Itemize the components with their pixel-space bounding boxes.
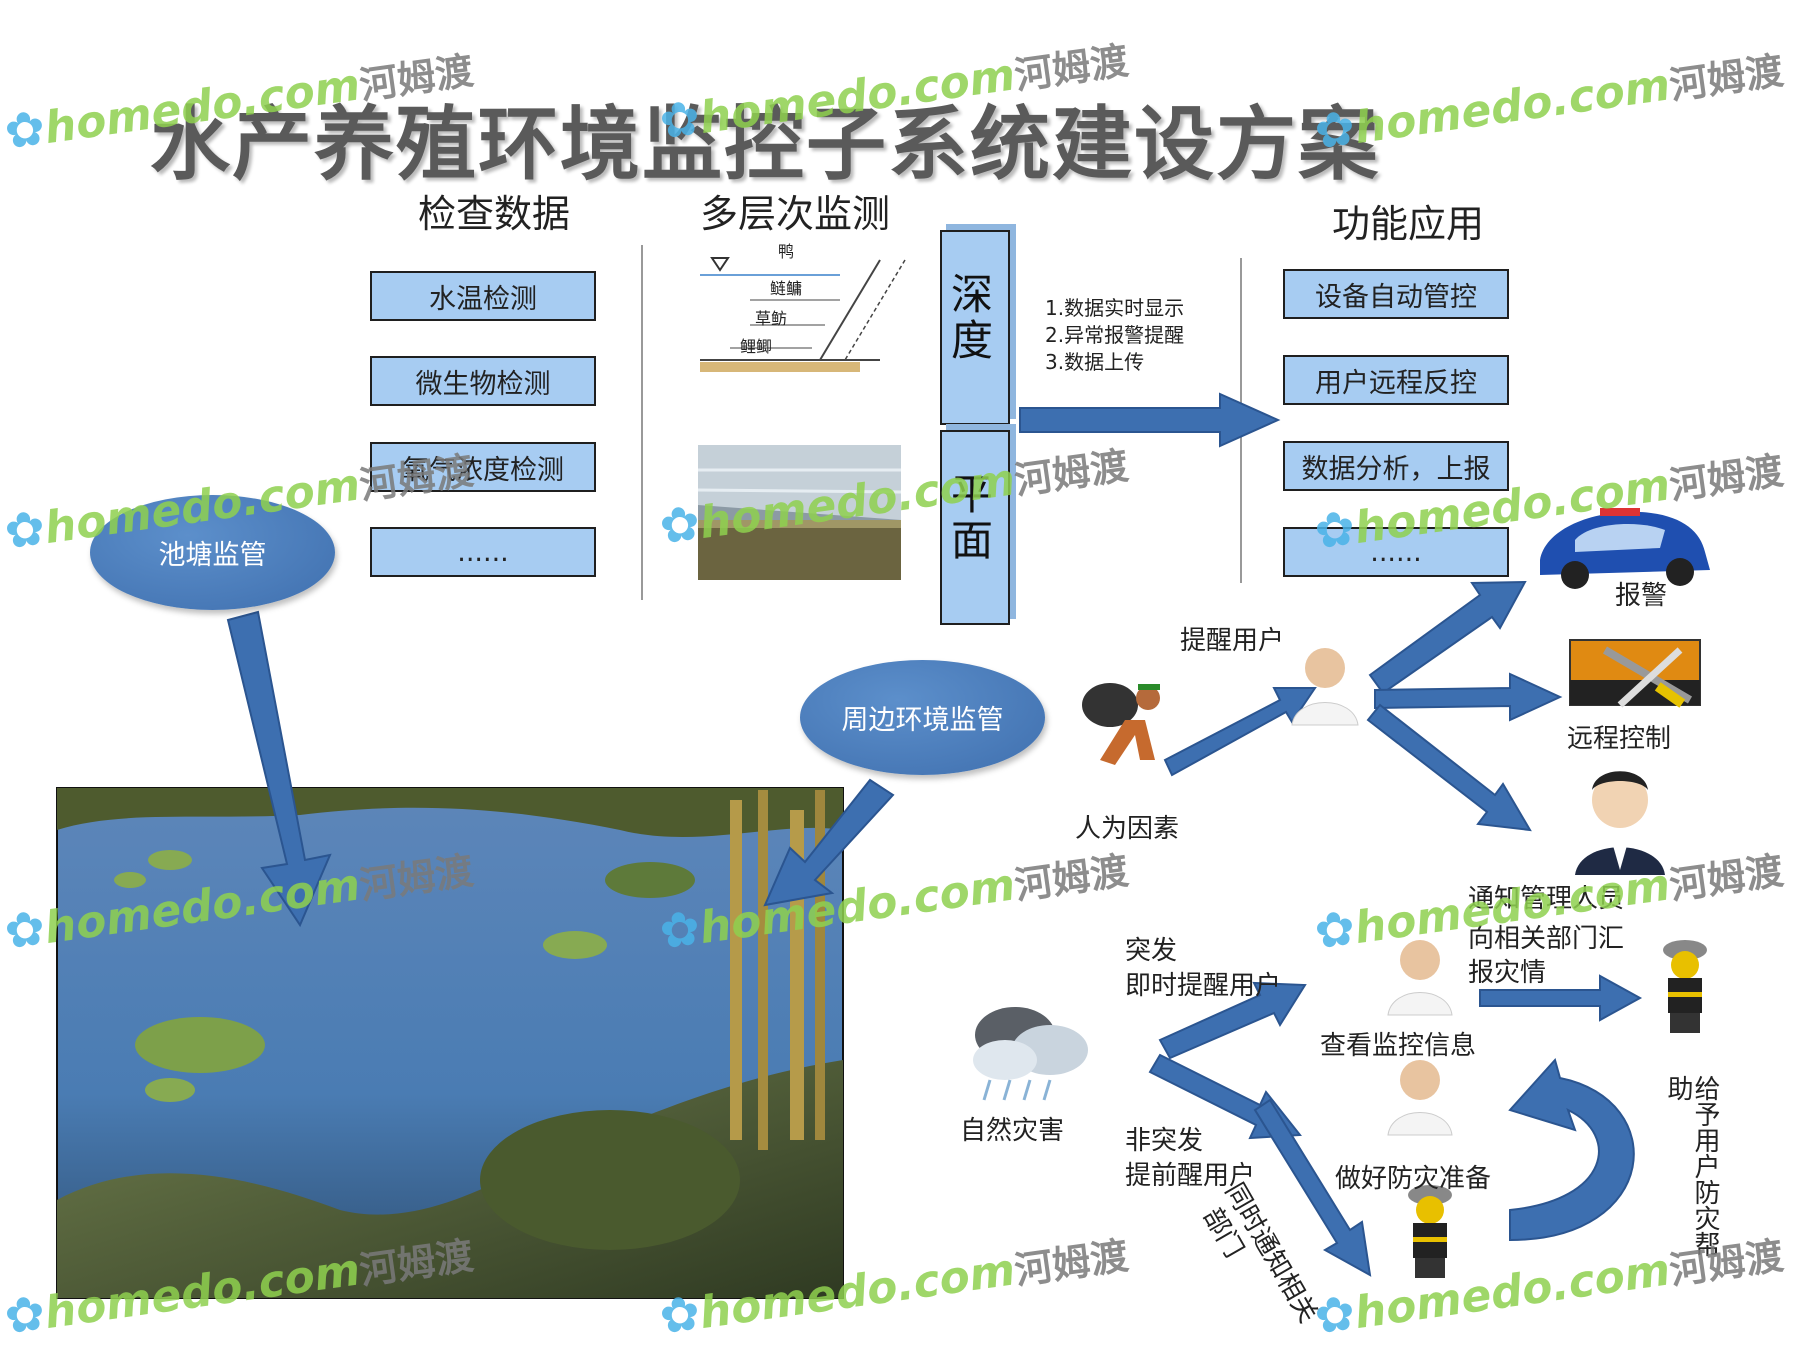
inspect-box-microbe: 微生物检测: [370, 342, 610, 406]
firefighter-icon-top: [1663, 940, 1707, 1033]
label-early-remind: 提前醒用户: [1125, 1161, 1256, 1191]
label-non-sudden: 非突发: [1125, 1126, 1204, 1156]
human-factor-thief-icon: [1082, 683, 1160, 765]
natural-disaster-cloud-icon: [973, 1007, 1088, 1101]
function-box-data-analysis: 数据分析，上报: [1283, 427, 1523, 491]
fish-layer-duck: 鸭: [778, 242, 795, 261]
label-report-disaster: 报灾情: [1468, 958, 1547, 988]
label-natural-disaster: 自然灾害: [960, 1116, 1065, 1146]
inspect-box-water-temp: 水温检测: [370, 257, 610, 321]
user-icon-prepare: [1387, 1060, 1453, 1136]
heading-inspect-data: 检查数据: [418, 192, 571, 236]
firefighter-icon-bottom: [1408, 1185, 1452, 1278]
function-box-remote-control: 用户远程反控: [1283, 341, 1523, 405]
divider-left: [641, 245, 643, 600]
environment-supervision-ellipse: 周边环境监管: [800, 660, 1045, 775]
function-box-more: ......: [1283, 513, 1523, 577]
process-step-2: 2.异常报警提醒: [1045, 323, 1185, 347]
plane-box: 平面: [940, 430, 1010, 625]
label-remote-control: 远程控制: [1567, 724, 1672, 754]
label-remind-user: 提醒用户: [1180, 626, 1285, 656]
label-help: 助: [1663, 1075, 1693, 1101]
label-sudden-remind: 即时提醒用户: [1125, 971, 1282, 1001]
inspect-box-more: ......: [370, 513, 610, 577]
depth-label: 深度: [950, 270, 993, 365]
heading-multilevel-monitor: 多层次监测: [700, 192, 891, 236]
pond-supervision-ellipse: 池塘监管: [90, 495, 335, 610]
tools-icon: [1569, 639, 1701, 708]
user-icon-view: [1387, 940, 1453, 1016]
fish-layer-sketch: [700, 257, 906, 372]
pond-scene-image: [56, 787, 844, 1299]
police-car-icon: [1540, 508, 1710, 589]
process-step-3: 3.数据上传: [1045, 350, 1145, 374]
label-sudden: 突发: [1125, 936, 1178, 966]
depth-box: 深度: [940, 230, 1010, 425]
label-human-factor: 人为因素: [1075, 814, 1180, 844]
label-report-dept: 向相关部门汇: [1468, 924, 1625, 954]
heading-function-app: 功能应用: [1332, 202, 1485, 246]
label-help-prevent: 给予用户防灾帮: [1690, 1075, 1720, 1257]
fish-layer-carp: 鲤鲫: [740, 337, 773, 356]
fish-layer-grass-carp: 草鲂: [755, 309, 788, 328]
label-view-monitor: 查看监控信息: [1320, 1031, 1477, 1061]
fish-layer-silver-carp: 鲢鳙: [770, 279, 803, 298]
page-title: 水产养殖环境监控子系统建设方案: [150, 98, 1380, 191]
process-step-1: 1.数据实时显示: [1045, 296, 1185, 320]
user-icon-main: [1291, 648, 1359, 726]
process-steps: 1.数据实时显示 2.异常报警提醒 3.数据上传: [1045, 295, 1184, 376]
plane-label: 平面: [950, 470, 993, 565]
label-alarm: 报警: [1615, 581, 1668, 611]
inspect-box-oxygen: 氧气浓度检测: [370, 428, 610, 492]
indoor-pond-photo: [697, 445, 902, 580]
manager-icon: [1575, 771, 1665, 875]
label-prepare: 做好防灾准备: [1335, 1164, 1492, 1194]
flow-arrows: [226, 392, 1643, 1277]
label-notify-manager: 通知管理人员: [1468, 884, 1625, 914]
function-box-auto-control: 设备自动管控: [1283, 255, 1523, 319]
